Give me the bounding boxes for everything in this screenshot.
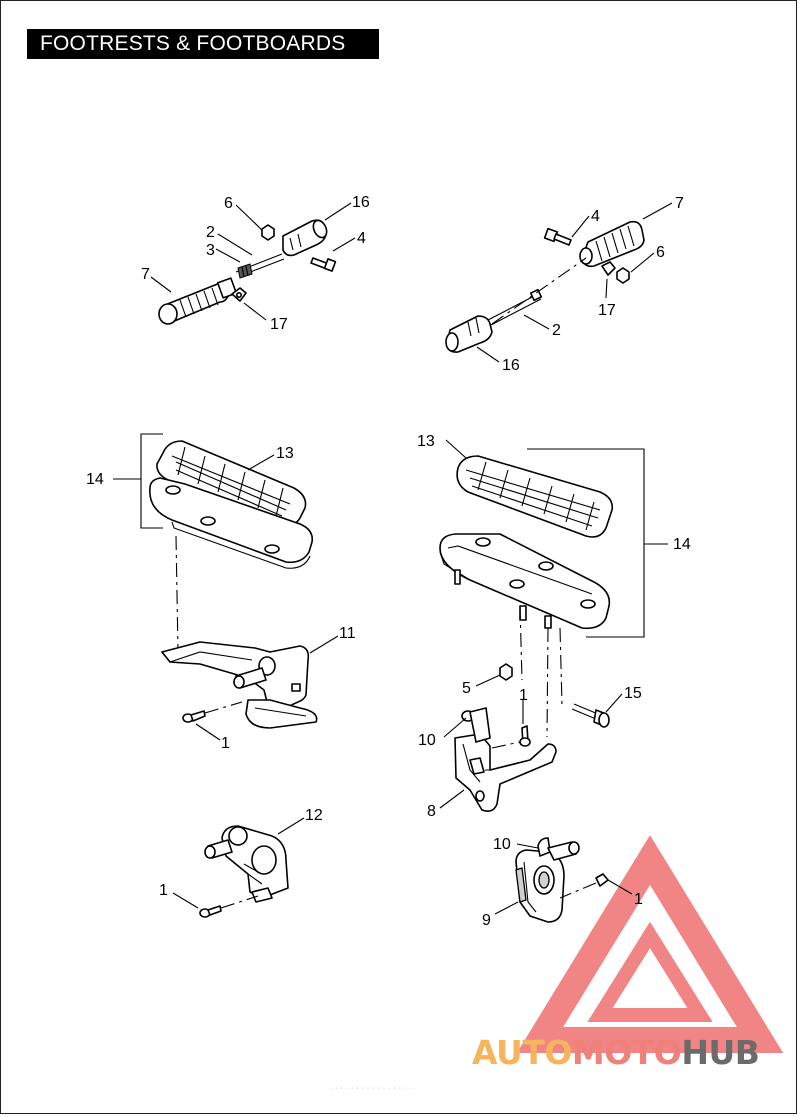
callout-14: 14 — [673, 536, 691, 553]
footboard-base-left — [149, 477, 314, 569]
callout-3: 3 — [206, 242, 215, 259]
callout-1: 1 — [159, 882, 168, 899]
callout-11: 11 — [339, 625, 356, 642]
footboard-pad-13-left — [156, 440, 307, 527]
footboard-pad-13-right — [456, 455, 614, 538]
footboard-mount-11-left — [161, 641, 318, 729]
callout-13: 13 — [276, 445, 294, 462]
right-footpeg-assembly — [445, 202, 673, 363]
callout-4: 4 — [357, 230, 366, 247]
callout-12: 12 — [305, 807, 323, 824]
pin-10-right-upper — [461, 707, 491, 743]
callout-6: 6 — [224, 195, 233, 212]
pin-spring-left — [235, 253, 285, 279]
clevis-16-right — [445, 315, 493, 353]
callout-7: 7 — [141, 266, 150, 283]
screw-1-left — [182, 701, 243, 723]
screw-1-right-upper — [491, 725, 531, 749]
callout-13: 13 — [417, 433, 435, 450]
left-footboard-assembly — [113, 433, 339, 741]
pin-2-right — [487, 288, 543, 326]
callout-14: 14 — [86, 471, 104, 488]
nut-6-left — [261, 224, 275, 241]
callout-1: 1 — [519, 687, 528, 704]
footpeg-7-right — [579, 220, 645, 268]
nut-5 — [499, 663, 513, 681]
watermark-logo-icon — [516, 835, 784, 1053]
page-title: FOOTRESTS & FOOTBOARDS — [27, 29, 379, 59]
callout-1: 1 — [634, 891, 643, 908]
footboard-base-right — [439, 533, 611, 630]
callout-2: 2 — [552, 322, 561, 339]
callout-15: 15 — [624, 685, 642, 702]
callout-17: 17 — [270, 316, 288, 333]
callout-10: 10 — [493, 836, 511, 853]
callout-1: 1 — [221, 735, 230, 752]
callout-8: 8 — [427, 803, 436, 820]
bolt-4-right — [543, 227, 572, 246]
screw-1-lower-left — [199, 895, 259, 918]
pivot-bracket-12-assembly — [172, 817, 305, 918]
callout-5: 5 — [462, 680, 471, 697]
callout-10: 10 — [418, 732, 436, 749]
pivot-bracket-12 — [204, 825, 289, 903]
clevis-16-left — [282, 219, 328, 257]
page-footer: · · · · · · · · · · · · · · · · — [330, 1085, 412, 1092]
callout-6: 6 — [656, 244, 665, 261]
bolt-4-left — [310, 257, 337, 272]
nut-6-right — [616, 267, 630, 284]
callout-7: 7 — [675, 195, 684, 212]
callout-16: 16 — [502, 357, 520, 374]
screw-1-lower-right — [559, 873, 609, 899]
callout-2: 2 — [206, 224, 215, 241]
footpeg-7-left — [158, 277, 238, 325]
washer-17-right — [601, 261, 616, 276]
mount-bracket-8 — [454, 733, 557, 812]
callout-4: 4 — [591, 208, 600, 225]
callout-9: 9 — [482, 912, 491, 929]
bolt-15 — [571, 703, 610, 728]
watermark-brand-text: AUTOMOTOHUB — [472, 1033, 760, 1072]
bracket-9-assembly — [494, 837, 633, 923]
callout-16: 16 — [352, 194, 370, 211]
bracket-9 — [515, 837, 580, 923]
callout-17: 17 — [598, 302, 616, 319]
right-footboard-assembly — [439, 439, 668, 812]
left-footpeg-assembly — [150, 202, 356, 325]
